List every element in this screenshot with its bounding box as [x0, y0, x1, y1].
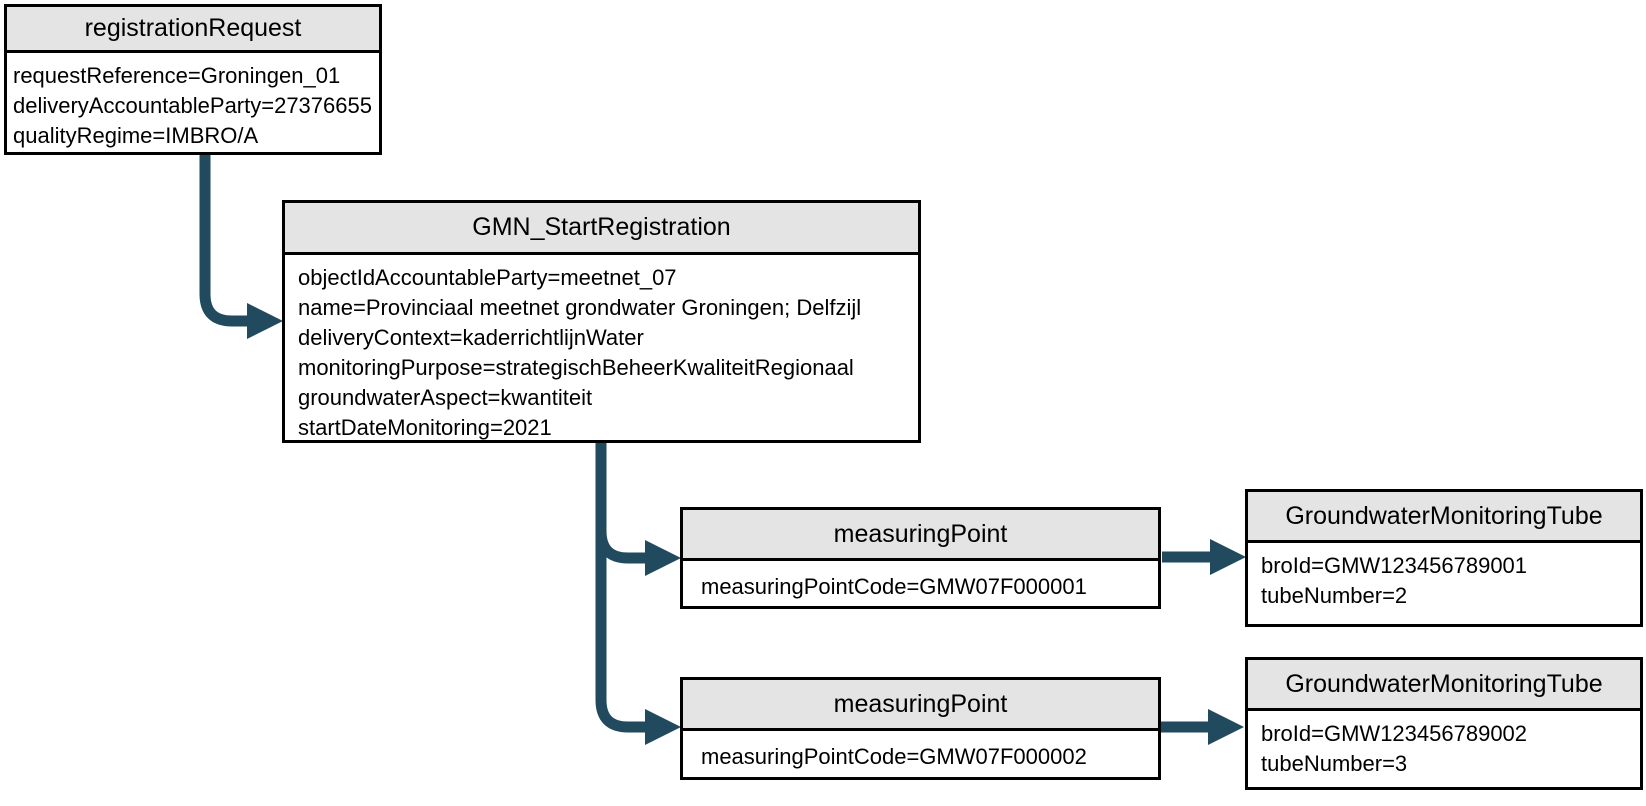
node-gmn-start-registration: GMN_StartRegistration objectIdAccountabl… [282, 200, 921, 443]
field-measuring-point-code-2: measuringPointCode=GMW07F000002 [701, 744, 1087, 769]
arrowhead-gmn-to-measuring-point-2 [645, 709, 681, 745]
node-gmn-start-registration-body: objectIdAccountableParty=meetnet_07 name… [285, 255, 918, 451]
node-groundwater-monitoring-tube-1-body: broId=GMW123456789001 tubeNumber=2 [1248, 543, 1640, 619]
node-measuring-point-2: measuringPoint measuringPointCode=GMW07F… [680, 677, 1161, 780]
node-measuring-point-2-title: measuringPoint [683, 680, 1158, 731]
node-measuring-point-1-body: measuringPointCode=GMW07F000001 [683, 561, 1158, 613]
arrowhead-registration-to-gmn [247, 303, 283, 339]
field-bro-id-2: broId=GMW123456789002 [1261, 721, 1528, 746]
node-measuring-point-1: measuringPoint measuringPointCode=GMW07F… [680, 507, 1161, 609]
arrow-gmn-to-measuring-point-2 [595, 443, 646, 733]
field-measuring-point-code-1: measuringPointCode=GMW07F000001 [701, 574, 1087, 599]
field-delivery-context: deliveryContext=kaderrichtlijnWater [298, 325, 644, 350]
node-measuring-point-2-body: measuringPointCode=GMW07F000002 [683, 731, 1158, 783]
node-gmn-start-registration-title: GMN_StartRegistration [285, 203, 918, 255]
node-registration-request: registrationRequest requestReference=Gro… [4, 4, 382, 155]
field-request-reference: requestReference=Groningen_01 [13, 63, 341, 88]
node-measuring-point-1-title: measuringPoint [683, 510, 1158, 561]
field-start-date-monitoring: startDateMonitoring=2021 [298, 415, 552, 440]
field-name: name=Provinciaal meetnet grondwater Gron… [298, 295, 862, 320]
arrowhead-gmn-to-measuring-point-1 [645, 540, 681, 576]
field-groundwater-aspect: groundwaterAspect=kwantiteit [298, 385, 593, 410]
field-quality-regime: qualityRegime=IMBRO/A [13, 123, 259, 148]
node-groundwater-monitoring-tube-2-body: broId=GMW123456789002 tubeNumber=3 [1248, 711, 1640, 787]
node-registration-request-title: registrationRequest [7, 7, 379, 53]
arrowhead-measuring-point-1-to-tube-1 [1210, 539, 1246, 575]
field-object-id-accountable-party: objectIdAccountableParty=meetnet_07 [298, 265, 677, 290]
node-groundwater-monitoring-tube-2-title: GroundwaterMonitoringTube [1248, 660, 1640, 711]
field-delivery-accountable-party: deliveryAccountableParty=27376655 [13, 93, 372, 118]
node-groundwater-monitoring-tube-1-title: GroundwaterMonitoringTube [1248, 492, 1640, 543]
field-tube-number-1: tubeNumber=2 [1261, 583, 1408, 608]
arrow-gmn-to-measuring-point-1 [595, 443, 646, 564]
arrow-registration-to-gmn [199, 155, 248, 327]
node-groundwater-monitoring-tube-1: GroundwaterMonitoringTube broId=GMW12345… [1245, 489, 1643, 627]
arrowhead-measuring-point-2-to-tube-2 [1208, 709, 1244, 745]
node-registration-request-body: requestReference=Groningen_01 deliveryAc… [7, 53, 379, 159]
field-bro-id-1: broId=GMW123456789001 [1261, 553, 1528, 578]
node-groundwater-monitoring-tube-2: GroundwaterMonitoringTube broId=GMW12345… [1245, 657, 1643, 790]
field-tube-number-2: tubeNumber=3 [1261, 751, 1408, 776]
field-monitoring-purpose: monitoringPurpose=strategischBeheerKwali… [298, 355, 854, 380]
